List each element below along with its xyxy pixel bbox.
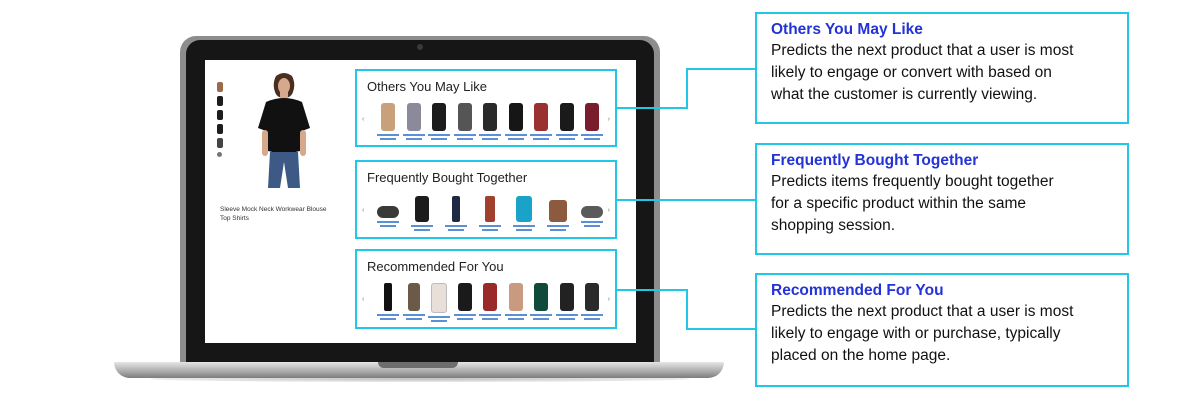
product-card[interactable]: [402, 103, 425, 140]
product-card[interactable]: [377, 103, 399, 140]
chevron-right-icon[interactable]: ›: [607, 296, 610, 303]
widget-title: Frequently Bought Together: [367, 170, 528, 185]
product-card[interactable]: [555, 103, 578, 140]
product-card[interactable]: [530, 103, 552, 140]
callout-title: Frequently Bought Together: [771, 152, 979, 169]
product-card[interactable]: [377, 196, 399, 231]
product-card[interactable]: [555, 283, 578, 322]
chevron-left-icon[interactable]: ‹: [362, 207, 365, 214]
callout-line: Predicts items frequently bought togethe…: [771, 173, 1054, 190]
product-card[interactable]: [428, 103, 450, 140]
product-card[interactable]: [402, 283, 425, 322]
product-thumbnail[interactable]: [217, 124, 223, 134]
product-card[interactable]: [445, 196, 467, 231]
callout-line: for a specific product within the same: [771, 195, 1027, 212]
connector-line: [686, 328, 756, 330]
laptop-base: [114, 362, 724, 378]
callout-line: Predicts the next product that a user is…: [771, 42, 1074, 59]
product-title-line: Sleeve Mock Neck Workwear Blouse: [220, 206, 327, 213]
callout-others-you-may-like: Others You May Like Predicts the next pr…: [755, 12, 1129, 124]
widget-others-you-may-like: Others You May Like ‹ ›: [355, 69, 617, 147]
webcam-icon: [417, 44, 423, 50]
callout-line: likely to engage with or purchase, typic…: [771, 325, 1061, 342]
connector-line: [617, 199, 756, 201]
callout-recommended-for-you: Recommended For You Predicts the next pr…: [755, 273, 1129, 387]
product-card[interactable]: [513, 196, 535, 231]
product-title[interactable]: Sleeve Mock Neck Workwear Blouse Top Shi…: [220, 205, 340, 223]
product-card[interactable]: [547, 196, 569, 231]
laptop-base-notch: [378, 362, 458, 368]
connector-line: [686, 289, 688, 330]
widget-title: Recommended For You: [367, 259, 504, 274]
product-card[interactable]: [479, 196, 501, 231]
widget-title: Others You May Like: [367, 79, 487, 94]
widget-frequently-bought-together: Frequently Bought Together ‹ ›: [355, 160, 617, 239]
product-title-line: Top Shirts: [220, 215, 249, 222]
product-card[interactable]: [479, 283, 501, 322]
product-card[interactable]: [581, 103, 603, 140]
connector-line: [617, 107, 687, 109]
callout-line: likely to engage or convert with based o…: [771, 64, 1052, 81]
widget-recommended-for-you: Recommended For You ‹ ›: [355, 249, 617, 329]
callout-frequently-bought-together: Frequently Bought Together Predicts item…: [755, 143, 1129, 255]
connector-line: [617, 289, 687, 291]
product-card[interactable]: [428, 283, 450, 322]
product-card[interactable]: [377, 283, 399, 322]
product-card[interactable]: [530, 283, 552, 322]
product-card[interactable]: [453, 103, 476, 140]
callout-line: shopping session.: [771, 217, 896, 234]
connector-line: [686, 68, 688, 109]
chevron-right-icon[interactable]: ›: [607, 207, 610, 214]
product-image: [258, 73, 310, 188]
callout-line: Predicts the next product that a user is…: [771, 303, 1074, 320]
callout-line: what the customer is currently viewing.: [771, 86, 1038, 103]
product-thumbnail-strip: [217, 82, 227, 161]
chevron-right-icon[interactable]: ›: [607, 116, 610, 123]
callout-title: Others You May Like: [771, 21, 923, 38]
callout-title: Recommended For You: [771, 282, 944, 299]
product-card[interactable]: [581, 283, 603, 322]
product-thumbnail[interactable]: [217, 110, 223, 120]
chevron-left-icon[interactable]: ‹: [362, 116, 365, 123]
product-card[interactable]: [504, 283, 527, 322]
product-card[interactable]: [581, 196, 603, 231]
laptop-shadow: [150, 376, 690, 382]
product-thumbnail[interactable]: [217, 138, 223, 148]
product-thumbnail[interactable]: [217, 82, 223, 92]
callout-line: placed on the home page.: [771, 347, 951, 364]
product-card[interactable]: [504, 103, 527, 140]
zoom-icon[interactable]: [217, 152, 222, 157]
connector-line: [686, 68, 756, 70]
chevron-left-icon[interactable]: ‹: [362, 296, 365, 303]
product-thumbnail[interactable]: [217, 96, 223, 106]
product-card[interactable]: [411, 196, 433, 231]
product-card[interactable]: [453, 283, 476, 322]
product-card[interactable]: [479, 103, 501, 140]
